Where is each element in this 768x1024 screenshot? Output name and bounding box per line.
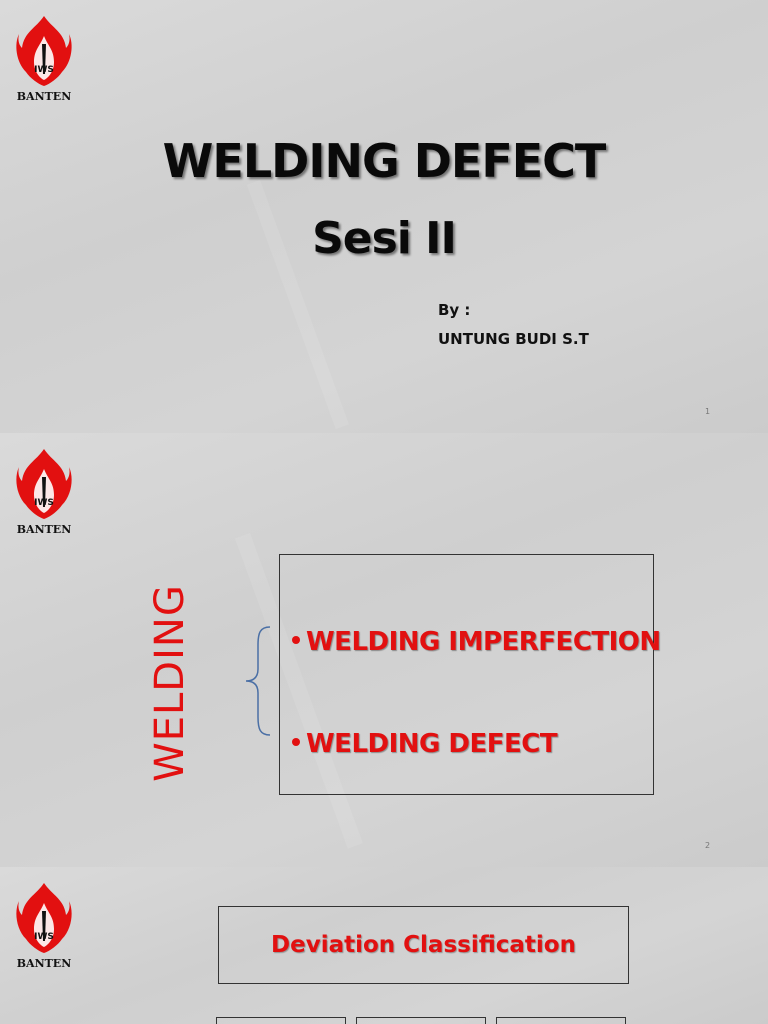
deviation-classification-box: Deviation Classification [218, 906, 629, 984]
iws-banten-logo: IWS BANTEN [14, 14, 74, 106]
slide-2: IWS BANTEN WELDING WELDING IMPERFECTION … [0, 433, 768, 867]
logo-text: BANTEN [16, 957, 72, 970]
svg-text:IWS: IWS [34, 498, 54, 508]
list-item-label: WELDING DEFECT [306, 729, 558, 759]
vertical-label-text: WELDING [147, 584, 193, 782]
svg-text:IWS: IWS [34, 932, 54, 942]
page-number: 2 [705, 841, 711, 850]
flame-icon: IWS [16, 16, 72, 86]
curly-brace-icon [245, 626, 271, 736]
title-line-1: WELDING DEFECT [162, 134, 607, 188]
logo-text: BANTEN [16, 90, 72, 103]
bullet-icon [292, 635, 300, 644]
flame-icon: IWS [16, 449, 72, 519]
author-name: UNTUNG BUDI S.T [438, 330, 589, 348]
list-item-label: WELDING IMPERFECTION [306, 627, 661, 657]
slide-1: IWS BANTEN WELDING DEFECT Sesi II By : U… [0, 0, 768, 433]
sub-box [216, 1017, 346, 1024]
title-line-2: Sesi II [312, 213, 457, 264]
iws-banten-logo: IWS BANTEN [14, 881, 74, 973]
svg-text:IWS: IWS [34, 65, 54, 75]
flame-icon: IWS [16, 883, 72, 953]
page-number: 1 [705, 407, 711, 416]
imperfection-box: WELDING IMPERFECTION WELDING DEFECT [279, 554, 661, 795]
list-item: WELDING DEFECT [292, 729, 558, 759]
slide-3: IWS BANTEN Deviation Classification [0, 867, 768, 1024]
bullet-icon [292, 737, 300, 746]
box-title: Deviation Classification [271, 932, 576, 958]
vertical-label: WELDING [140, 583, 200, 783]
sub-box [496, 1017, 626, 1024]
sub-box [356, 1017, 486, 1024]
by-label: By : [438, 301, 471, 319]
logo-text: BANTEN [16, 523, 72, 536]
iws-banten-logo: IWS BANTEN [14, 447, 74, 539]
list-item: WELDING IMPERFECTION [292, 627, 661, 657]
